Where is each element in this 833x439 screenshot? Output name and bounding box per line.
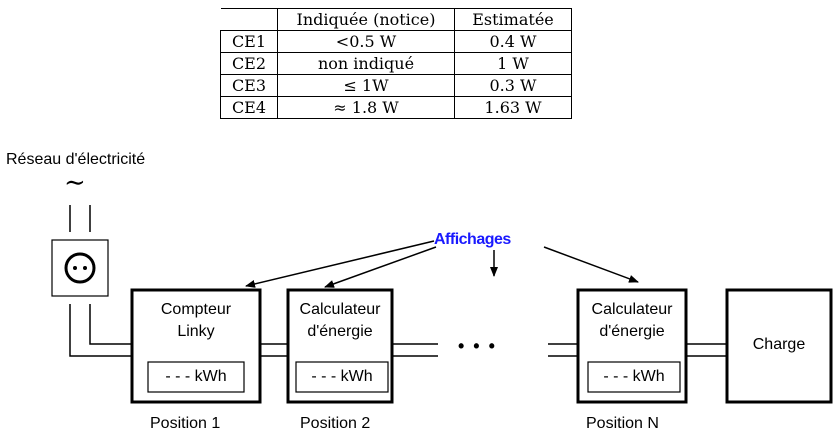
meter-kwh: - - - kWh	[165, 368, 227, 385]
ac-symbol: ∼	[64, 168, 86, 198]
wall-outlet	[51, 239, 109, 297]
calculator-label-line: d'énergie	[307, 323, 373, 340]
displays-label: Affichages	[434, 231, 511, 248]
meter-label: Compteur Linky	[132, 299, 260, 343]
power-table: Indiquée (notice) Estimatée CE1 <0.5 W 0…	[220, 8, 572, 119]
position-n-label: Position N	[586, 415, 659, 432]
meter-label-line: Linky	[177, 323, 215, 340]
table-corner	[220, 8, 278, 31]
table-cell: 1 W	[454, 52, 572, 75]
table-cell: <0.5 W	[277, 30, 455, 53]
meter-label-line: Compteur	[160, 301, 232, 318]
display-arrow	[324, 246, 437, 288]
load-box	[725, 288, 833, 404]
calculator-box-2	[286, 288, 394, 404]
socket-icon	[64, 252, 96, 284]
wire	[69, 304, 132, 357]
calculator-n-kwh: - - - kWh	[603, 368, 665, 385]
table-row: CE2 non indiqué 1 W	[220, 52, 572, 75]
calculator-label-line: d'énergie	[599, 323, 665, 340]
display-arrow	[245, 240, 435, 288]
display-arrow	[543, 246, 639, 283]
meter-box	[130, 288, 262, 404]
calculator-display-n	[587, 361, 681, 393]
load-label: Charge	[752, 336, 806, 353]
meter-display	[147, 361, 245, 393]
calculator-2-kwh: - - - kWh	[311, 368, 373, 385]
calculator-label-line: Calculateur	[591, 301, 673, 318]
table-cell: CE4	[220, 96, 278, 119]
wire	[89, 304, 132, 345]
table-cell: CE1	[220, 30, 278, 53]
calculator-display-2	[295, 361, 389, 393]
table-row: CE1 <0.5 W 0.4 W	[220, 30, 572, 53]
table-cell: CE3	[220, 74, 278, 97]
position-2-label: Position 2	[300, 415, 371, 432]
calculator-label-line: Calculateur	[299, 301, 381, 318]
ellipsis: • • •	[458, 336, 497, 356]
calculator-n-label: Calculateur d'énergie	[578, 299, 686, 343]
table-cell: 1.63 W	[454, 96, 572, 119]
table-cell: ≈ 1.8 W	[277, 96, 455, 119]
position-1-label: Position 1	[150, 415, 221, 432]
table-header: Estimatée	[454, 8, 572, 31]
grid-label: Réseau d'électricité	[6, 151, 146, 168]
table-header: Indiquée (notice)	[277, 8, 455, 31]
table-row: CE4 ≈ 1.8 W 1.63 W	[220, 96, 572, 119]
calculator-2-label: Calculateur d'énergie	[288, 299, 392, 343]
calculator-box-n	[576, 288, 688, 404]
